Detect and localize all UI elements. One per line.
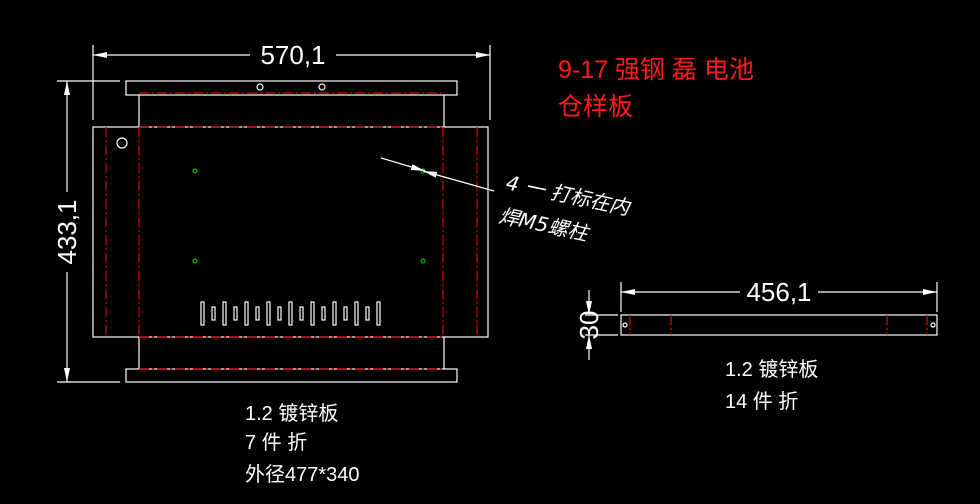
title-line2: 仓样板: [558, 93, 633, 121]
side-width-dim-label: 456,1: [746, 277, 811, 307]
vent-slot: [266, 301, 271, 326]
width-dimension: [92, 45, 491, 120]
vent-slot: [354, 301, 359, 326]
side-note-qty: 14 件 折: [725, 390, 798, 413]
vent-slot: [233, 306, 238, 321]
side-note-material: 1.2 镀锌板: [725, 358, 818, 381]
title-line1: 9-17 强钢 磊 电池: [558, 56, 754, 84]
main-note-size: 外径477*340: [245, 463, 360, 486]
vent-slot: [365, 306, 370, 321]
bend-lines: [105, 92, 478, 370]
height-dimension: [57, 80, 120, 383]
vent-slot: [299, 306, 304, 321]
vent-slot: [244, 301, 249, 326]
vent-slot: [222, 301, 227, 326]
height-dim-label: 433,1: [52, 199, 82, 264]
vent-slot: [310, 301, 315, 326]
leader-arrow: [380, 157, 495, 192]
hole-icon: [116, 137, 128, 149]
side-height-dimension: [585, 290, 618, 360]
main-note-material: 1.2 镀锌板: [245, 402, 338, 425]
vent-slot: [321, 306, 326, 321]
vent-slot: [288, 301, 293, 326]
vent-slot: [211, 306, 216, 321]
stud-markers: [192, 168, 426, 264]
main-note-qty: 7 件 折: [245, 431, 307, 454]
vent-slot: [343, 306, 348, 321]
side-width-dimension: [620, 282, 938, 312]
width-dim-label: 570,1: [260, 40, 325, 70]
vent-slots: [200, 301, 381, 326]
vent-slot: [200, 301, 205, 326]
side-height-dim-label: 30: [574, 311, 604, 340]
vent-slot: [332, 301, 337, 326]
vent-slot: [376, 301, 381, 326]
side-part-outline: [620, 314, 938, 336]
leader-note-line2: 焊M5螺柱: [497, 203, 593, 246]
vent-slot: [277, 306, 282, 321]
vent-slot: [255, 306, 260, 321]
